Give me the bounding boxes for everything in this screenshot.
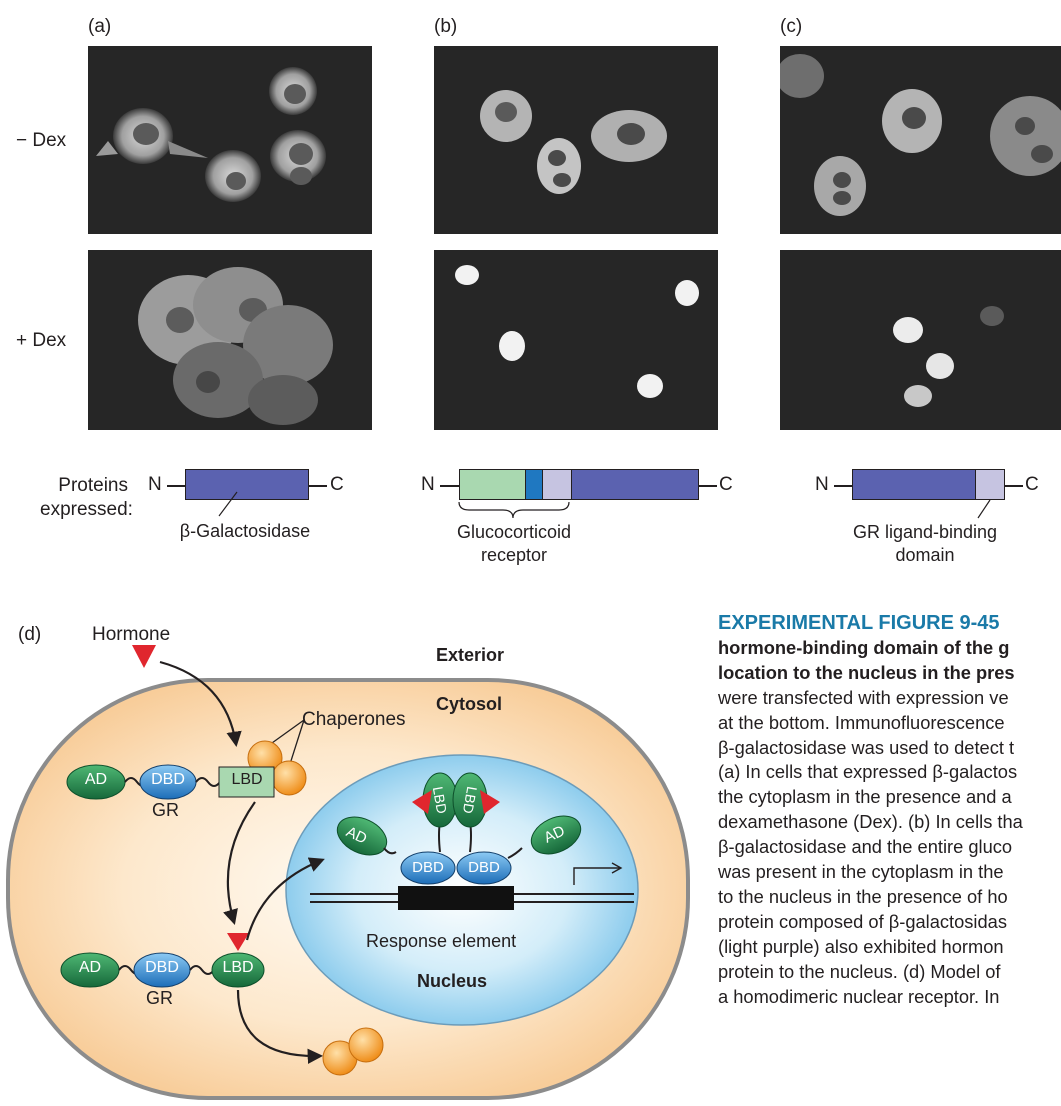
construct-a-c: C — [330, 474, 344, 495]
gr-dbd-segment — [526, 470, 543, 499]
model-diagram — [6, 645, 690, 1100]
gr-bottom-ad-label: AD — [78, 959, 102, 976]
construct-b-bar — [459, 469, 699, 500]
caption-bold-line1: hormone-binding domain of the g — [718, 636, 1010, 658]
gr-top-lbd-label: LBD — [231, 771, 263, 788]
construct-c-n: N — [815, 474, 829, 495]
beta-gal-segment — [572, 470, 698, 499]
gr-top-label: GR — [152, 800, 179, 820]
dimer-dbd-right-label: DBD — [468, 859, 500, 876]
cytosol-label: Cytosol — [436, 694, 503, 714]
construct-c-beta-gal-segment — [853, 470, 976, 499]
construct-a-beta-gal-bar — [185, 469, 309, 500]
micrograph-c-plus-dex — [780, 250, 1061, 430]
gr-top-ad-label: AD — [84, 771, 108, 788]
gr-top-dbd-label: DBD — [151, 771, 185, 788]
caption-line: a homodimeric nuclear receptor. In — [718, 985, 1000, 1007]
construct-a-left-line — [167, 485, 185, 487]
nucleus-label: Nucleus — [417, 971, 488, 991]
gr-bottom-lbd-label: LBD — [222, 959, 254, 976]
construct-c-label: GR ligand-binding domain — [820, 521, 1030, 567]
construct-c-left-line — [834, 485, 852, 487]
gr-lbd-segment — [543, 470, 572, 499]
construct-b-brace — [458, 501, 570, 519]
gr-bottom-dbd-label: DBD — [145, 959, 179, 976]
proteins-label-line1: Proteins — [58, 475, 128, 496]
construct-a-right-line — [309, 485, 327, 487]
proteins-label-line2: expressed: — [40, 499, 133, 520]
micrograph-b-minus-dex — [434, 46, 718, 234]
panel-label-b: (b) — [434, 16, 458, 37]
caption-line: were transfected with expression ve — [718, 686, 1009, 708]
panel-label-c: (c) — [780, 16, 803, 37]
construct-b-left-line — [440, 485, 459, 487]
caption-line: at the bottom. Immunofluorescence — [718, 711, 1005, 733]
caption-bold-line2: location to the nucleus in the pres — [718, 661, 1015, 683]
caption-line: dexamethasone (Dex). (b) In cells tha — [718, 811, 1023, 833]
construct-b-label: Glucocorticoid receptor — [420, 521, 608, 567]
construct-c-lbd-segment — [976, 470, 1004, 499]
construct-b-right-line — [699, 485, 717, 487]
caption-line: the cytoplasm in the presence and a — [718, 786, 1012, 808]
dimer-dbd-left-label: DBD — [412, 859, 444, 876]
panel-label-d: (d) — [18, 624, 42, 645]
caption-line: β-galactosidase and the entire gluco — [718, 836, 1013, 858]
micrograph-a-plus-dex — [88, 250, 372, 430]
caption-line: (a) In cells that expressed β-galactos — [718, 761, 1018, 783]
hormone-label: Hormone — [92, 624, 171, 645]
caption-line: protein composed of β-galactosidas — [718, 910, 1007, 932]
exterior-label: Exterior — [436, 645, 505, 665]
construct-c-label-line1: GR ligand-binding — [852, 522, 998, 542]
construct-b-c: C — [719, 474, 733, 495]
construct-b-label-line1: Glucocorticoid — [456, 522, 572, 542]
construct-b-label-line2: receptor — [480, 545, 548, 565]
construct-b-n: N — [421, 474, 435, 495]
row-label-minus-dex: − Dex — [16, 130, 67, 151]
gr-bottom-label: GR — [146, 988, 173, 1008]
panel-label-a: (a) — [88, 16, 112, 37]
construct-c-bar — [852, 469, 1005, 500]
construct-c-right-line — [1005, 485, 1023, 487]
caption-title: EXPERIMENTAL FIGURE 9-45 — [718, 612, 1000, 634]
row-label-plus-dex: + Dex — [16, 330, 67, 351]
construct-a-label: β-Galactosidase — [179, 521, 311, 541]
caption-line: β-galactosidase was used to detect t — [718, 736, 1015, 758]
figure-caption: EXPERIMENTAL FIGURE 9-45 hormone-binding… — [718, 611, 1061, 1010]
caption-line: (light purple) also exhibited hormon — [718, 935, 1004, 957]
micrograph-b-plus-dex — [434, 250, 718, 430]
gr-nterm-segment — [460, 470, 526, 499]
chaperones-label: Chaperones — [302, 709, 406, 730]
construct-c-label-line2: domain — [895, 545, 955, 565]
construct-a-pointer — [218, 491, 238, 517]
caption-line: to the nucleus in the presence of ho — [718, 885, 1008, 907]
construct-a-n: N — [148, 474, 162, 495]
construct-c-c: C — [1025, 474, 1039, 495]
caption-line: protein to the nucleus. (d) Model of — [718, 960, 1001, 982]
response-element-label: Response element — [366, 931, 517, 951]
construct-c-pointer — [977, 499, 991, 519]
micrograph-a-minus-dex — [88, 46, 372, 234]
micrograph-c-minus-dex — [780, 46, 1061, 234]
proteins-expressed-label: Proteins expressed: — [40, 474, 133, 522]
caption-line: was present in the cytoplasm in the — [718, 861, 1004, 883]
